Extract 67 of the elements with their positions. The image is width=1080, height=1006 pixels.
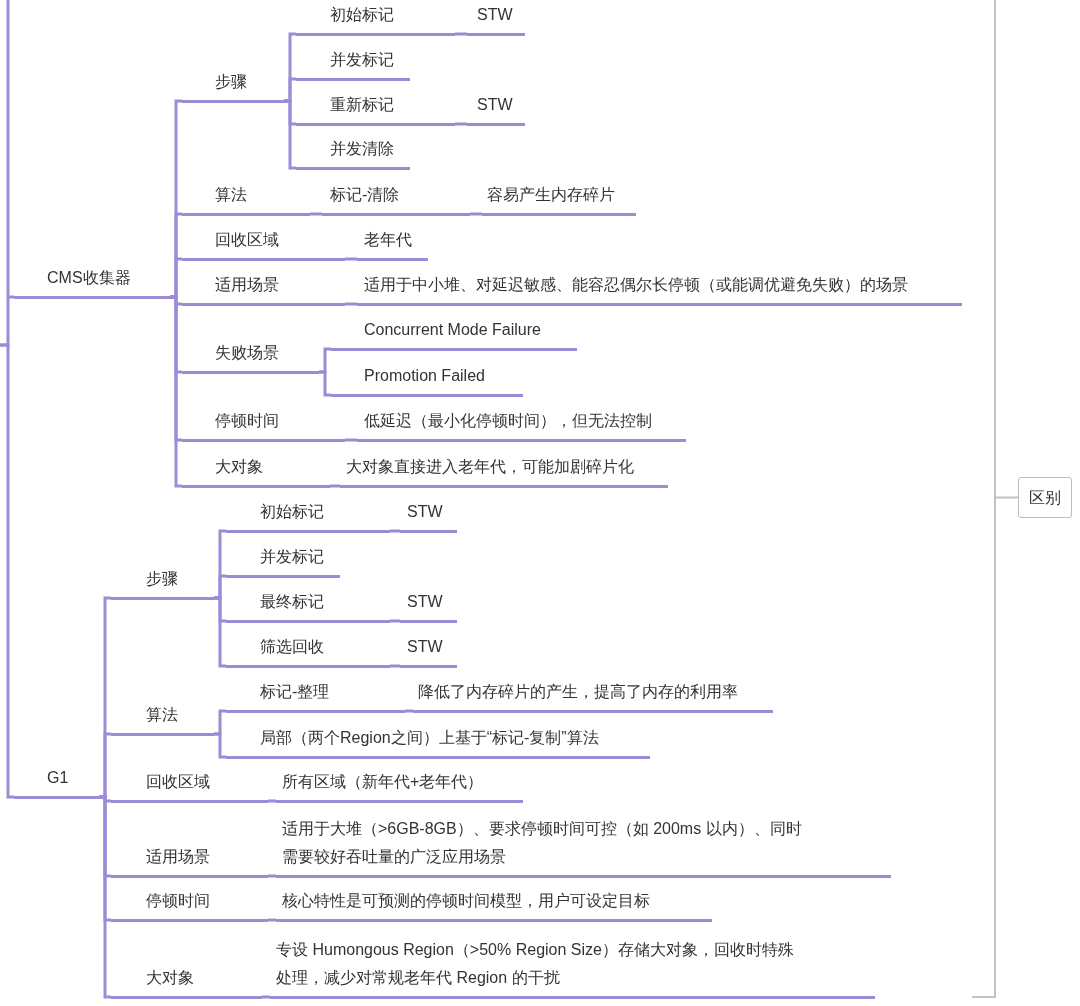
topic: STW <box>400 587 457 623</box>
branch-line <box>268 799 276 803</box>
topic: 适用于中小堆、对延迟敏感、能容忍偶尔长停顿（或能调优避免失败）的场景 <box>357 270 962 306</box>
topic: STW <box>467 0 525 36</box>
topic: Concurrent Mode Failure <box>331 315 577 351</box>
topic: 降低了内存碎片的产生，提高了内存的利用率 <box>413 677 773 713</box>
topic: 最终标记 <box>226 587 390 623</box>
branch-line <box>268 874 276 878</box>
topic: Promotion Failed <box>331 361 523 397</box>
branch-line <box>345 438 357 442</box>
topic: 所有区域（新年代+老年代） <box>276 767 523 803</box>
branch-line <box>214 732 226 759</box>
topic: STW <box>400 632 457 668</box>
topic: 适用场景 <box>111 842 268 878</box>
topic: 步骤 <box>111 564 214 600</box>
topic: 大对象直接进入老年代，可能加剧碎片化 <box>340 452 668 488</box>
topic: 局部（两个Region之间）上基于“标记-复制”算法 <box>226 723 650 759</box>
topic: 核心特性是可预测的停顿时间模型，用户可设定目标 <box>276 886 712 922</box>
branch-line <box>405 709 413 713</box>
topic: 大对象 <box>111 963 262 999</box>
topic: 停顿时间 <box>111 886 268 922</box>
branch-line <box>390 619 400 623</box>
topic: 失败场景 <box>182 338 319 374</box>
branch-line <box>170 295 182 488</box>
topic: CMS收集器 <box>14 263 170 299</box>
branch-line <box>345 257 357 261</box>
topic: 老年代 <box>357 225 428 261</box>
topic: 回收区域 <box>182 225 345 261</box>
branch-line <box>470 212 482 216</box>
topic: 算法 <box>182 180 310 216</box>
branch-line <box>268 918 276 922</box>
branch-line <box>455 32 467 36</box>
topic: 算法 <box>111 700 214 736</box>
topic: 适用场景 <box>182 270 345 306</box>
topic: 大对象 <box>182 452 330 488</box>
topic: 并发清除 <box>296 134 410 170</box>
topic: 容易产生内存碎片 <box>482 180 636 216</box>
topic: 回收区域 <box>111 767 268 803</box>
topic: 初始标记 <box>296 0 455 36</box>
branch-line <box>330 484 340 488</box>
topic: 并发标记 <box>226 542 340 578</box>
topic: 步骤 <box>182 67 284 103</box>
topic: 标记-清除 <box>322 180 470 216</box>
branch-line <box>214 596 226 668</box>
branch-line <box>390 664 400 668</box>
topic: 低延迟（最小化停顿时间），但无法控制 <box>357 406 686 442</box>
branch-line <box>284 99 296 170</box>
topic: 筛选回收 <box>226 632 390 668</box>
topic: 初始标记 <box>226 497 390 533</box>
topic: 停顿时间 <box>182 406 345 442</box>
topic: 适用于大堆（>6GB-8GB）、要求停顿时间可控（如 200ms 以内）、同时需要较好吞吐量的广泛应用场景 <box>276 814 891 878</box>
branch-line <box>390 529 400 533</box>
topic: 专设 Humongous Region（>50% Region Size）存储大对象，回收时特殊处理，减少对常规老年代 Region 的干扰 <box>270 935 875 999</box>
topic: 重新标记 <box>296 90 455 126</box>
branch-line <box>319 370 331 397</box>
summary-topic-box: 区别 <box>1018 477 1072 518</box>
branch-line <box>455 122 467 126</box>
topic: 标记-整理 <box>226 677 405 713</box>
topic: 并发标记 <box>296 45 410 81</box>
branch-line <box>262 995 270 999</box>
topic: STW <box>467 90 525 126</box>
branch-line <box>99 795 111 999</box>
branch-line <box>0 343 14 799</box>
branch-line <box>345 302 357 306</box>
topic: STW <box>400 497 457 533</box>
branch-line <box>310 212 322 216</box>
topic: G1 <box>14 763 99 799</box>
